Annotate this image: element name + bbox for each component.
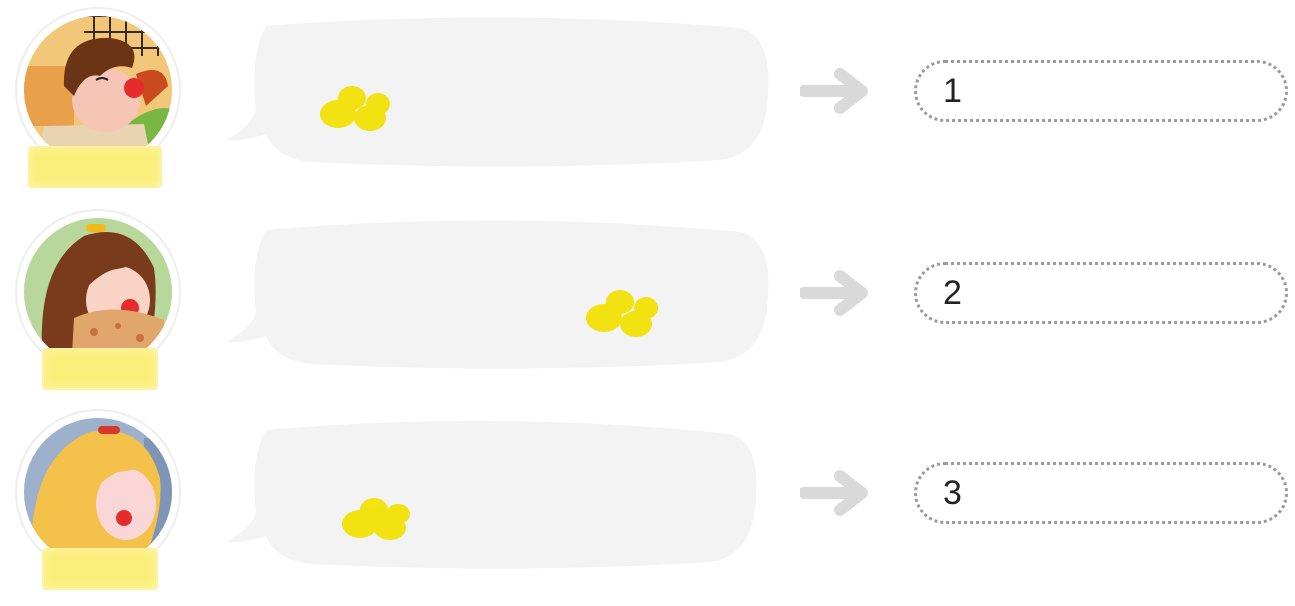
exercise-row-1: 1 (0, 0, 1295, 200)
avatar-blonde-girl (14, 408, 182, 576)
yellow-scribble (320, 86, 390, 131)
girl-eating-icon (15, 209, 181, 375)
name-label-tape (42, 548, 158, 590)
name-label-tape (42, 348, 158, 390)
answer-number: 3 (943, 473, 962, 512)
avatar-girl (14, 208, 182, 376)
answer-number: 1 (943, 71, 962, 110)
arrow-right-icon (800, 66, 872, 116)
answer-field-2[interactable]: 2 (914, 262, 1288, 324)
yellow-scribble (342, 498, 410, 540)
speech-bubble (220, 416, 776, 576)
yellow-scribble (586, 290, 658, 337)
name-label-tape (28, 146, 162, 188)
answer-field-3[interactable]: 3 (914, 462, 1288, 524)
answer-field-1[interactable]: 1 (914, 60, 1288, 122)
speech-bubble (220, 14, 776, 174)
exercise-row-2: 2 (0, 202, 1295, 402)
speech-bubble (220, 216, 776, 376)
exercise-row-3: 3 (0, 402, 1295, 602)
answer-number: 2 (943, 273, 962, 312)
blonde-girl-icon (15, 409, 181, 575)
arrow-right-icon (800, 268, 872, 318)
arrow-right-icon (800, 468, 872, 518)
